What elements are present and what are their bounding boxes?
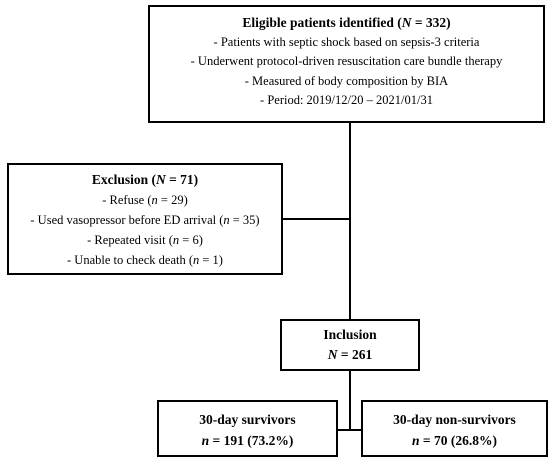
connector-inclusion-down [349,371,351,430]
inclusion-box: Inclusion N = 261 [280,319,420,371]
eligible-criterion: - Patients with septic shock based on se… [213,34,480,49]
inclusion-count: N = 261 [327,347,373,362]
exclusion-reason: - Used vasopressor before ED arrival (n … [30,213,260,227]
eligible-patients-box: Eligible patients identified (N = 332) -… [148,5,545,123]
connector-split-horizontal [338,429,361,431]
eligible-criterion: - Measured of body composition by BIA [244,73,449,88]
exclusion-reason: - Unable to check death (n = 1) [67,253,223,267]
nonsurvivors-box: 30-day non-survivors n = 70 (26.8%) [361,400,548,457]
survivors-title: 30-day survivors [199,412,296,427]
exclusion-reason: - Repeated visit (n = 6) [87,233,203,247]
exclusion-title: Exclusion (N = 71) [91,172,199,187]
nonsurvivors-title: 30-day non-survivors [393,412,516,427]
eligible-period: - Period: 2019/12/20 – 2021/01/31 [260,93,433,107]
exclusion-box: Exclusion (N = 71) - Refuse (n = 29) - U… [7,163,283,275]
nonsurvivors-count: n = 70 (26.8%) [412,433,497,448]
inclusion-title: Inclusion [323,327,377,342]
survivors-box: 30-day survivors n = 191 (73.2%) [157,400,338,457]
eligible-criterion: - Underwent protocol-driven resuscitatio… [190,54,503,68]
exclusion-reason: - Refuse (n = 29) [102,193,188,207]
eligible-title: Eligible patients identified (N = 332) [242,15,451,30]
survivors-count: n = 191 (73.2%) [201,433,294,448]
connector-main-vertical [349,123,351,319]
connector-exclusion-horizontal [283,218,350,220]
